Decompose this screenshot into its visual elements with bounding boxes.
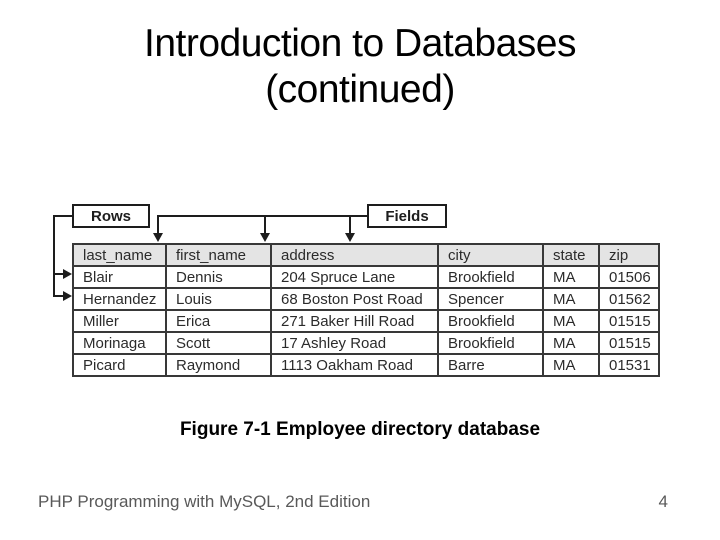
rows-connector-line [53,273,65,275]
cell-address: 204 Spruce Lane [270,265,439,289]
table-row: Blair Dennis 204 Spruce Lane Brookfield … [72,265,660,289]
employee-directory-table: last_name first_name address city state … [72,243,660,377]
column-header-zip: zip [598,243,660,267]
column-header-first-name: first_name [165,243,272,267]
cell-address: 17 Ashley Road [270,331,439,355]
column-header-address: address [270,243,439,267]
column-header-city: city [437,243,544,267]
table-header-row: last_name first_name address city state … [72,243,660,267]
column-header-last-name: last_name [72,243,167,267]
fields-callout-box: Fields [367,204,447,228]
rows-connector-line [53,295,65,297]
cell-last-name: Morinaga [72,331,167,355]
cell-last-name: Picard [72,353,167,377]
fields-connector-line [157,216,159,234]
cell-city: Brookfield [437,331,544,355]
table-row: Hernandez Louis 68 Boston Post Road Spen… [72,287,660,311]
cell-last-name: Hernandez [72,287,167,311]
cell-city: Barre [437,353,544,377]
cell-zip: 01506 [598,265,660,289]
cell-first-name: Dennis [165,265,272,289]
cell-zip: 01515 [598,309,660,333]
field-pointer-arrow-icon [345,233,355,242]
cell-address: 68 Boston Post Road [270,287,439,311]
cell-first-name: Louis [165,287,272,311]
footer-book-title: PHP Programming with MySQL, 2nd Edition [38,492,371,511]
cell-state: MA [542,331,600,355]
fields-connector-line [157,215,369,217]
cell-first-name: Erica [165,309,272,333]
slide-title-line2: (continued) [265,68,455,111]
cell-first-name: Raymond [165,353,272,377]
column-header-state: state [542,243,600,267]
field-pointer-arrow-icon [153,233,163,242]
figure-caption: Figure 7-1 Employee directory database [179,419,541,440]
table-row: Morinaga Scott 17 Ashley Road Brookfield… [72,331,660,355]
cell-city: Spencer [437,287,544,311]
rows-connector-line [53,215,72,217]
rows-callout-box: Rows [72,204,150,228]
slide-title-line1: Introduction to Databases [144,22,576,65]
table-row: Picard Raymond 1113 Oakham Road Barre MA… [72,353,660,377]
rows-callout-label: Rows [90,207,131,225]
row-pointer-arrow-icon [63,291,72,301]
cell-city: Brookfield [437,265,544,289]
cell-address: 271 Baker Hill Road [270,309,439,333]
cell-zip: 01515 [598,331,660,355]
cell-zip: 01531 [598,353,660,377]
cell-address: 1113 Oakham Road [270,353,439,377]
cell-state: MA [542,265,600,289]
slide-title: Introduction to Databases (continued) [0,21,720,113]
row-pointer-arrow-icon [63,269,72,279]
fields-callout-label: Fields [385,207,429,225]
cell-city: Brookfield [437,309,544,333]
fields-connector-line [349,216,351,234]
cell-state: MA [542,309,600,333]
field-pointer-arrow-icon [260,233,270,242]
table-row: Miller Erica 271 Baker Hill Road Brookfi… [72,309,660,333]
cell-last-name: Miller [72,309,167,333]
cell-first-name: Scott [165,331,272,355]
fields-connector-line [264,216,266,234]
cell-state: MA [542,287,600,311]
cell-last-name: Blair [72,265,167,289]
page-number: 4 [658,492,668,511]
cell-state: MA [542,353,600,377]
cell-zip: 01562 [598,287,660,311]
rows-connector-line [53,215,55,297]
